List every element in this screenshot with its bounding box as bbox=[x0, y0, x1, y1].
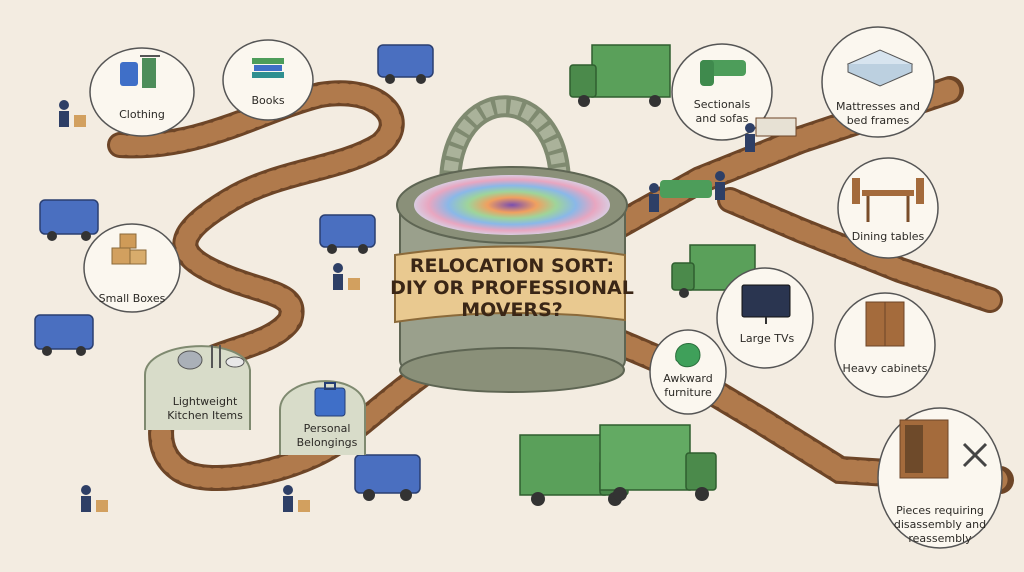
mover-with-dolly-icon bbox=[81, 485, 108, 512]
diy-item-label-line-2: Belongings bbox=[297, 436, 358, 449]
swirl-portal bbox=[414, 175, 610, 235]
pro-item-label-line-2: furniture bbox=[664, 386, 712, 399]
pro-item-label: Dining tables bbox=[852, 230, 925, 243]
van-icon bbox=[34, 314, 94, 356]
egg-chair-icon bbox=[675, 343, 701, 368]
van-icon bbox=[354, 454, 421, 501]
pro-item-sectionals: Sectionals and sofas bbox=[671, 43, 773, 141]
pro-item-label-line-1: Pieces requiring bbox=[896, 504, 984, 517]
pro-item-label-line-3: reassembly bbox=[908, 532, 972, 545]
pro-item-label-line-2: bed frames bbox=[847, 114, 910, 127]
title-line-3: MOVERS? bbox=[461, 299, 563, 321]
pro-item-dining-tables: Dining tables bbox=[837, 157, 939, 259]
truck-icon bbox=[599, 424, 717, 501]
sectional-sofa-icon bbox=[700, 60, 746, 86]
mover-carrying-bed-icon bbox=[745, 117, 797, 152]
dining-table-icon bbox=[852, 178, 924, 222]
pro-item-label: Heavy cabinets bbox=[843, 362, 928, 375]
movers bbox=[59, 100, 797, 512]
television-icon bbox=[741, 284, 791, 324]
diy-item-books: Books bbox=[222, 39, 314, 121]
diy-item-label: Small Boxes bbox=[99, 292, 166, 305]
cabinet-icon bbox=[865, 301, 905, 347]
pro-item-label-line-1: Awkward bbox=[663, 372, 713, 385]
diy-item-label: Books bbox=[251, 94, 284, 107]
mover-carrying-sofa-icon bbox=[649, 171, 725, 212]
title-line-1: RELOCATION SORT: bbox=[410, 255, 614, 277]
pro-item-disassembly: Pieces requiring disassembly and reassem… bbox=[877, 407, 1003, 549]
truck-icon bbox=[569, 44, 671, 107]
mover-with-dolly-icon bbox=[59, 100, 86, 127]
pro-item-label-line-1: Sectionals bbox=[694, 98, 751, 111]
pro-item-heavy-cabinets: Heavy cabinets bbox=[834, 292, 936, 398]
blue-vans bbox=[34, 44, 434, 501]
pro-item-label-line-2: and sofas bbox=[696, 112, 749, 125]
suitcase-icon bbox=[314, 382, 346, 417]
green-trucks bbox=[519, 44, 756, 506]
van-icon bbox=[39, 199, 99, 241]
pro-item-large-tvs: Large TVs bbox=[716, 267, 814, 369]
diy-item-label-line-1: Lightweight bbox=[173, 395, 238, 408]
diy-item-clothing: Clothing bbox=[89, 47, 195, 137]
title-banner: RELOCATION SORT: DIY OR PROFESSIONAL MOV… bbox=[390, 245, 634, 324]
pro-item-label-line-1: Mattresses and bbox=[836, 100, 920, 113]
van-icon bbox=[319, 214, 376, 254]
diy-boardwalk bbox=[107, 80, 553, 492]
kitchen-utensils-icon bbox=[177, 345, 245, 370]
van-icon bbox=[377, 44, 434, 84]
wardrobe-tools-icon bbox=[899, 419, 988, 479]
mover-with-dolly-icon bbox=[333, 263, 360, 290]
diy-item-label-line-2: Kitchen Items bbox=[167, 409, 243, 422]
pro-item-label-line-2: disassembly and bbox=[894, 518, 986, 531]
mover-with-dolly-icon bbox=[283, 485, 310, 512]
diy-item-personal: Personal Belongings bbox=[279, 380, 366, 455]
cardboard-boxes-icon bbox=[111, 233, 147, 265]
clothing-rack-icon bbox=[120, 55, 160, 88]
diy-item-small-boxes: Small Boxes bbox=[83, 223, 181, 313]
truck-icon bbox=[671, 244, 756, 298]
pro-item-label: Large TVs bbox=[740, 332, 795, 345]
diy-item-label-line-1: Personal bbox=[304, 422, 351, 435]
diy-item-kitchen: Lightweight Kitchen Items bbox=[144, 345, 251, 430]
diy-item-label: Clothing bbox=[119, 108, 165, 121]
book-stack-icon bbox=[252, 58, 284, 78]
mattress-icon bbox=[846, 49, 914, 87]
title-line-2: DIY OR PROFESSIONAL bbox=[390, 277, 634, 299]
pro-item-mattresses: Mattresses and bed frames bbox=[821, 26, 935, 138]
pro-item-awkward: Awkward furniture bbox=[649, 329, 727, 415]
